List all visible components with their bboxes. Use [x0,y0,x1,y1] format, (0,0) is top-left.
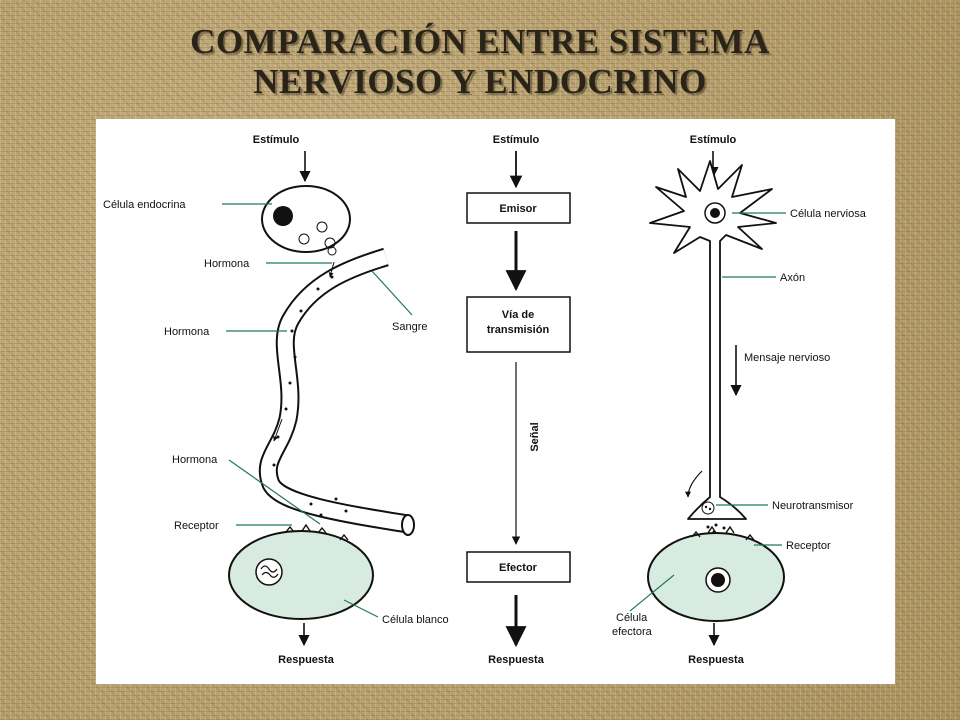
generic-column: Estímulo Emisor Vía de transmisión Señal… [466,134,571,666]
leader-line [629,574,675,612]
hormone-vesicle [324,237,336,249]
neurotransmitter-label: Neurotransmisor [772,500,854,512]
neuron [649,160,777,520]
endocrine-response-label: Respuesta [278,654,335,666]
hormone-top-label: Hormona [204,258,250,270]
neuron-nucleolus [710,208,720,218]
vessel-end [401,514,415,536]
generic-stimulus-label: Estímulo [493,134,540,146]
hormone-mid-label: Hormona [164,326,210,338]
title-line-2: NERVIOSO Y ENDOCRINO [253,62,707,101]
emitter-box [466,192,571,224]
nervous-column: Estímulo Célula nerviosa Axón Mensaje ne… [612,134,867,666]
generic-response-label: Respuesta [488,654,545,666]
chromatin [260,565,279,578]
emitter-label: Emisor [499,203,537,215]
receptors [285,523,349,541]
endocrine-cell-label: Célula endocrina [103,199,186,211]
flow-arrow [328,261,335,278]
nervous-response-label: Respuesta [688,654,745,666]
endocrine-nucleus [273,206,293,226]
hormone-vesicle [327,246,337,256]
nerve-cell-label: Célula nerviosa [790,208,867,220]
leader-line [371,270,413,316]
effector-cell-label-1: Célula [616,612,648,624]
flow-arrow [273,418,283,442]
leader-line [343,599,379,618]
nervous-stimulus-label: Estímulo [690,134,737,146]
target-cell [228,530,374,620]
hormone-bottom-label: Hormona [172,454,218,466]
nerve-message-label: Mensaje nervioso [744,352,830,364]
receptor-label: Receptor [174,520,219,532]
effector-box [466,551,571,583]
target-nucleus [255,558,283,586]
endocrine-stimulus-label: Estímulo [253,134,300,146]
blood-vessel-lumen [260,249,410,532]
nervous-receptor-label: Receptor [786,540,831,552]
hormone-vesicle [316,221,328,233]
endocrine-cell [261,185,351,253]
neurotransmitter-vesicle [701,501,715,515]
pathway-box [466,296,571,353]
axon-label: Axón [780,272,805,284]
effector-cell-label-2: efectora [612,626,653,638]
effector-chromatin [711,573,725,587]
release-arrow [685,470,703,498]
pathway-label-2: transmisión [487,324,550,336]
page-title: COMPARACIÓN ENTRE SISTEMA NERVIOSO Y END… [0,22,960,102]
signal-label: Señal [529,422,541,451]
effector-receptors [691,525,755,541]
endocrine-column: Estímulo Célula endocrina Hormona [103,134,449,666]
target-cell-label: Célula blanco [382,614,449,626]
hormone-vesicle [298,233,310,245]
comparison-diagram: Estímulo Célula endocrina Hormona [103,134,867,666]
title-line-1: COMPARACIÓN ENTRE SISTEMA [190,22,770,61]
pathway-label-1: Vía de [502,309,534,321]
diagram-panel: Estímulo Célula endocrina Hormona [96,119,895,684]
effector-label: Efector [499,562,538,574]
blood-label: Sangre [392,321,427,333]
leader-line [228,459,321,525]
